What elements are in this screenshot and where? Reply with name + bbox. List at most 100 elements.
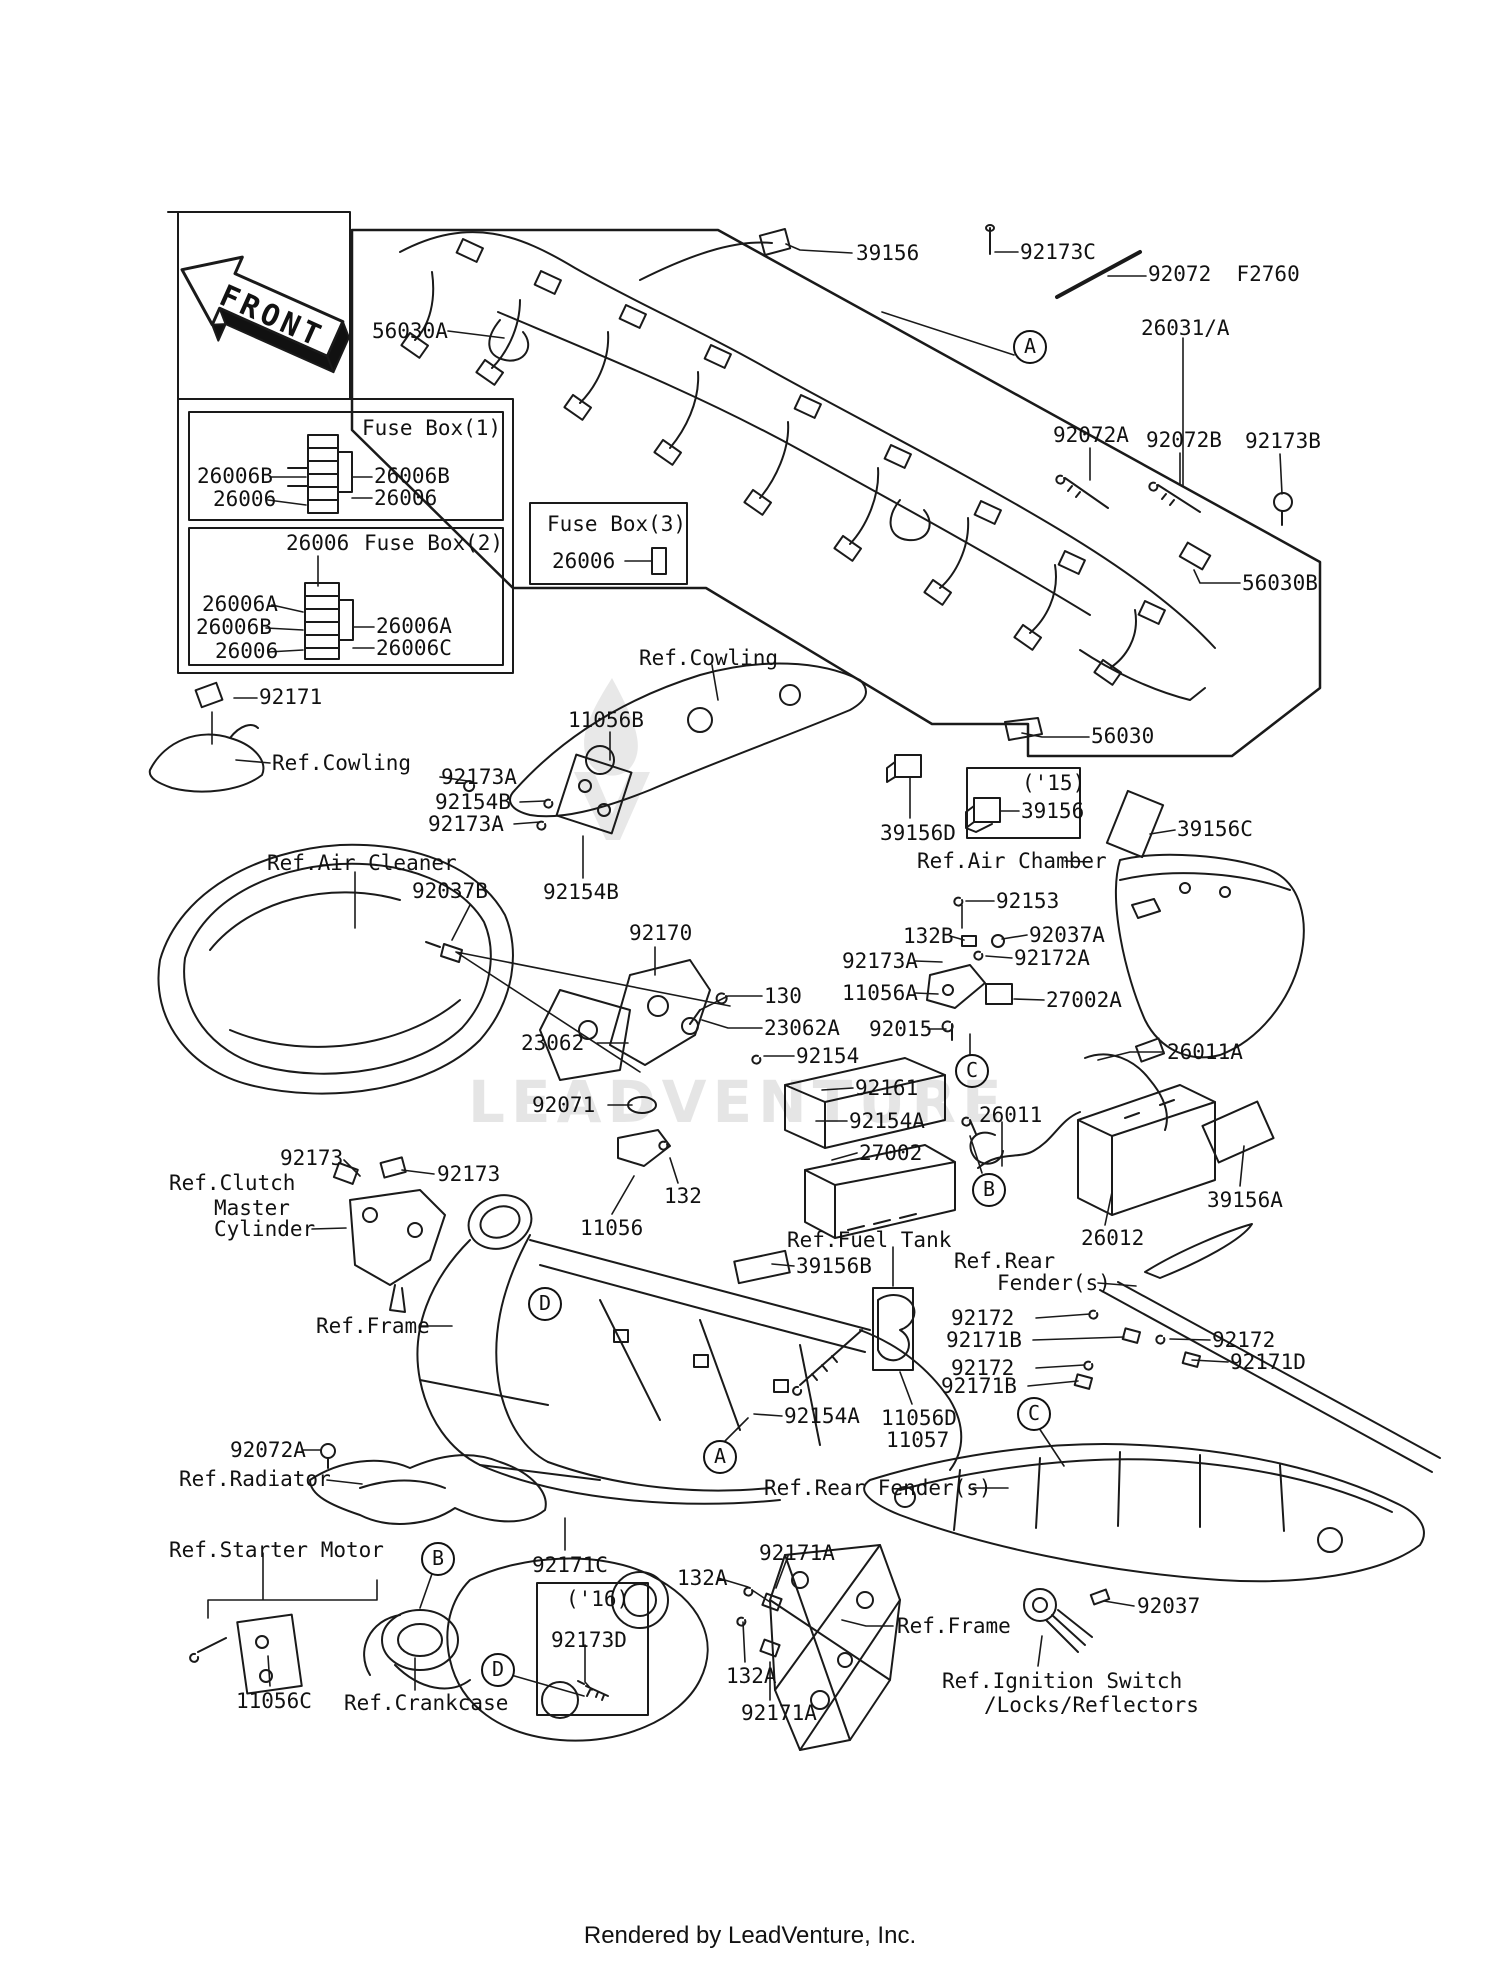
grommet-92071-icon <box>627 1096 657 1114</box>
callout-92153: 92153 <box>996 889 1060 913</box>
callout-92173: 92173 <box>437 1162 501 1186</box>
bracket-11056b-icon <box>555 753 633 835</box>
callout-ref-clutch: Ref.Clutch <box>169 1171 296 1195</box>
callout-92154b: 92154B <box>543 880 619 904</box>
plate-39156a-icon <box>1201 1100 1275 1164</box>
callout-ref-radiator: Ref.Radiator <box>179 1467 331 1491</box>
view-circle-b: B <box>972 1173 1006 1207</box>
callout-132a: 132A <box>677 1566 728 1590</box>
callout-39156d: 39156D <box>880 821 956 845</box>
callout-132a: 132A <box>726 1664 777 1688</box>
callout-16: ('16) <box>566 1587 630 1611</box>
flag-56030-icon <box>1004 717 1043 741</box>
callout-92172: 92172 <box>951 1306 1015 1330</box>
clamp-92173b-icon <box>1273 492 1293 526</box>
callout-130: 130 <box>764 984 802 1008</box>
callout-26006b: 26006B <box>196 615 272 639</box>
harness-26011a-icon <box>1084 1053 1168 1131</box>
ignition-key-drawing <box>1023 1588 1111 1653</box>
callout-92154b: 92154B <box>435 790 511 814</box>
bracket-11056c-icon <box>236 1613 303 1695</box>
callout-92161: 92161 <box>855 1076 919 1100</box>
connector-92173-icon <box>332 1162 359 1185</box>
relay-27002a-icon <box>985 983 1013 1005</box>
callout-ref-cowling: Ref.Cowling <box>272 751 412 775</box>
view-circle-a: A <box>1013 330 1047 364</box>
callout-92173d: 92173D <box>551 1628 627 1652</box>
screw-92072a-icon <box>1055 474 1109 509</box>
callout-26006b: 26006B <box>374 464 450 488</box>
callout-39156c: 39156C <box>1177 817 1253 841</box>
callout-15: ('15) <box>1022 771 1086 795</box>
callout-39156b: 39156B <box>796 1254 872 1278</box>
frame-bracket-plate-drawing <box>736 1544 901 1751</box>
clamp-92037b-icon <box>425 941 463 963</box>
view-circle-c: C <box>1017 1397 1051 1431</box>
callout-39156a: 39156A <box>1207 1188 1283 1212</box>
callout-fuse-box-2: Fuse Box(2) <box>364 531 504 555</box>
connector-39156d-icon <box>894 754 922 778</box>
callout-56030b: 56030B <box>1242 571 1318 595</box>
callout-92172: 92172 <box>1212 1328 1276 1352</box>
callout-26012: 26012 <box>1081 1226 1145 1250</box>
callout-11056b: 11056B <box>568 708 644 732</box>
pin-92037-icon <box>1089 1588 1111 1606</box>
callout-ref-rear: Ref.Rear <box>954 1249 1056 1273</box>
callout-56030: 56030 <box>1091 724 1155 748</box>
callout-92037: 92037 <box>1137 1594 1201 1618</box>
callout-92037a: 92037A <box>1029 923 1105 947</box>
callout-92015: 92015 <box>869 1017 933 1041</box>
callout-92171b: 92171B <box>941 1374 1017 1398</box>
callout-cylinder: Cylinder <box>214 1217 316 1241</box>
callout-92173a: 92173A <box>842 949 918 973</box>
callout-92071: 92071 <box>532 1093 596 1117</box>
fuse-box-insets <box>177 398 1081 1716</box>
callout-23062: 23062 <box>521 1031 585 1055</box>
bracket-23062-drawing <box>539 959 762 1114</box>
callout-ref-frame: Ref.Frame <box>316 1314 430 1338</box>
callout-92171d: 92171D <box>1230 1350 1306 1374</box>
watermark-text: LEADVENTURE <box>468 1068 1008 1136</box>
callout-26006: 26006 <box>374 486 438 510</box>
callout-92173b: 92173B <box>1245 429 1321 453</box>
callout-fender-s: Fender(s) <box>997 1271 1111 1295</box>
callout-26006c: 26006C <box>376 636 452 660</box>
callout-11056a: 11056A <box>842 981 918 1005</box>
callout-26011: 26011 <box>979 1103 1043 1127</box>
cowling-drawing <box>148 662 867 835</box>
callout-92171: 92171 <box>259 685 323 709</box>
callout-26011a: 26011A <box>1167 1040 1243 1064</box>
ecu-drawing <box>784 1057 956 1239</box>
callout-master: Master <box>214 1196 290 1220</box>
pin-92173c-icon <box>985 224 995 255</box>
radiator-drawing <box>309 1443 547 1525</box>
callout-26006: 26006 <box>213 487 277 511</box>
sticker-39156c-icon <box>1105 789 1165 859</box>
callout-92172: 92172 <box>951 1356 1015 1380</box>
callout-23062a: 23062A <box>764 1016 840 1040</box>
view-circle-b: B <box>421 1542 455 1576</box>
callout-ref-starter-motor: Ref.Starter Motor <box>169 1538 384 1562</box>
callout-26006a: 26006A <box>376 614 452 638</box>
callout-fuse-box-1: Fuse Box(1) <box>362 416 502 440</box>
clamp-92171-icon <box>194 681 224 709</box>
air-cleaner-drawing <box>157 843 514 1095</box>
callout-26031-a: 26031/A <box>1141 316 1230 340</box>
callout-132: 132 <box>664 1184 702 1208</box>
callout-92072a: 92072A <box>230 1438 306 1462</box>
callout-92072b: 92072B <box>1146 428 1222 452</box>
callout-ref-rear-fender-s: Ref.Rear Fender(s) <box>764 1476 992 1500</box>
crankcase-drawing <box>189 1557 709 1742</box>
callout-92154a: 92154A <box>849 1109 925 1133</box>
callout-92173: 92173 <box>280 1146 344 1170</box>
flag-56030b-icon <box>1178 541 1212 571</box>
view-circle-c: C <box>955 1054 989 1088</box>
callout-92171c: 92171C <box>532 1553 608 1577</box>
callout-ref-air-cleaner: Ref.Air Cleaner <box>267 851 457 875</box>
clutch-bracket-drawing <box>332 1156 446 1313</box>
leader-lines <box>207 243 1283 1701</box>
bracket-11056a-drawing <box>926 896 1013 1041</box>
callout-11056d: 11056D <box>881 1406 957 1430</box>
